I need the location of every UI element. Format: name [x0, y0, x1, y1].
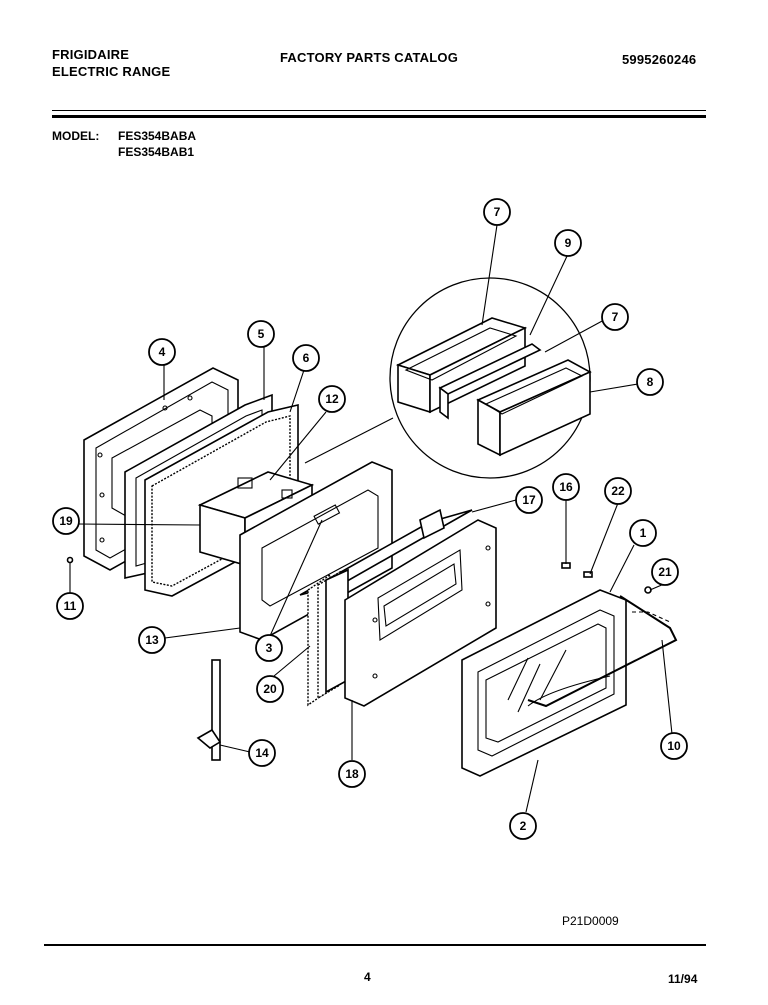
- callout-11: 11: [56, 592, 84, 620]
- model-number-2: FES354BAB1: [118, 145, 195, 159]
- callout-12: 12: [318, 385, 346, 413]
- callout-16: 16: [552, 473, 580, 501]
- callout-7-top: 7: [483, 198, 511, 226]
- svg-text:19: 19: [59, 514, 73, 528]
- callout-20: 20: [256, 675, 284, 703]
- detail-frames: [395, 317, 592, 457]
- callout-3: 3: [255, 634, 283, 662]
- callout-7-middle: 7: [601, 303, 629, 331]
- svg-text:20: 20: [263, 682, 277, 696]
- catalog-number: 5995260246: [622, 52, 697, 67]
- part-glass-frame: [461, 589, 627, 777]
- part-main-door: [344, 519, 497, 707]
- part-hinge: [196, 659, 222, 761]
- svg-text:16: 16: [559, 480, 573, 494]
- callout-4: 4: [148, 338, 176, 366]
- svg-text:6: 6: [303, 351, 310, 365]
- callout-14: 14: [248, 739, 276, 767]
- svg-text:3: 3: [266, 641, 273, 655]
- svg-text:9: 9: [565, 236, 572, 250]
- callout-6: 6: [292, 344, 320, 372]
- part-insulation-pack: [307, 568, 349, 707]
- svg-text:1: 1: [640, 526, 647, 540]
- callout-1: 1: [629, 519, 657, 547]
- svg-text:11: 11: [64, 599, 77, 613]
- svg-text:22: 22: [611, 484, 625, 498]
- catalog-title: FACTORY PARTS CATALOG: [280, 50, 459, 65]
- svg-text:13: 13: [145, 633, 159, 647]
- callout-21: 21: [651, 558, 679, 586]
- part-screw-small: [66, 556, 74, 564]
- svg-text:4: 4: [159, 345, 166, 359]
- print-date: 11/94: [668, 972, 698, 986]
- footer-rule: [44, 944, 706, 946]
- callout-10: 10: [660, 732, 688, 760]
- part-inner-liner: [239, 461, 393, 641]
- svg-text:21: 21: [658, 565, 672, 579]
- svg-text:2: 2: [520, 819, 527, 833]
- callout-5: 5: [247, 320, 275, 348]
- leader-lines: [69, 224, 673, 813]
- callout-8: 8: [636, 368, 664, 396]
- svg-text:10: 10: [667, 739, 681, 753]
- header-rule-thick: [52, 115, 706, 118]
- model-label: MODEL:: [52, 129, 100, 143]
- callout-2: 2: [509, 812, 537, 840]
- part-handle: [527, 595, 678, 708]
- svg-text:17: 17: [522, 493, 536, 507]
- part-clip: [583, 571, 593, 578]
- callout-19: 19: [52, 507, 80, 535]
- drawing-id: P21D0009: [562, 914, 619, 928]
- svg-text:5: 5: [258, 327, 265, 341]
- callout-22: 22: [604, 477, 632, 505]
- callout-18: 18: [338, 760, 366, 788]
- model-number-1: FES354BABA: [118, 129, 197, 143]
- svg-text:8: 8: [647, 375, 654, 389]
- header-rule-thin: [52, 110, 706, 111]
- callout-9: 9: [554, 229, 582, 257]
- product-name: ELECTRIC RANGE: [52, 64, 171, 79]
- page-number: 4: [364, 970, 371, 984]
- callout-17: 17: [515, 486, 543, 514]
- svg-text:7: 7: [612, 310, 619, 324]
- svg-text:7: 7: [494, 205, 501, 219]
- callout-13: 13: [138, 626, 166, 654]
- brand-name: FRIGIDAIRE: [52, 47, 130, 62]
- svg-text:14: 14: [255, 746, 269, 760]
- svg-text:12: 12: [325, 392, 339, 406]
- svg-text:18: 18: [345, 767, 359, 781]
